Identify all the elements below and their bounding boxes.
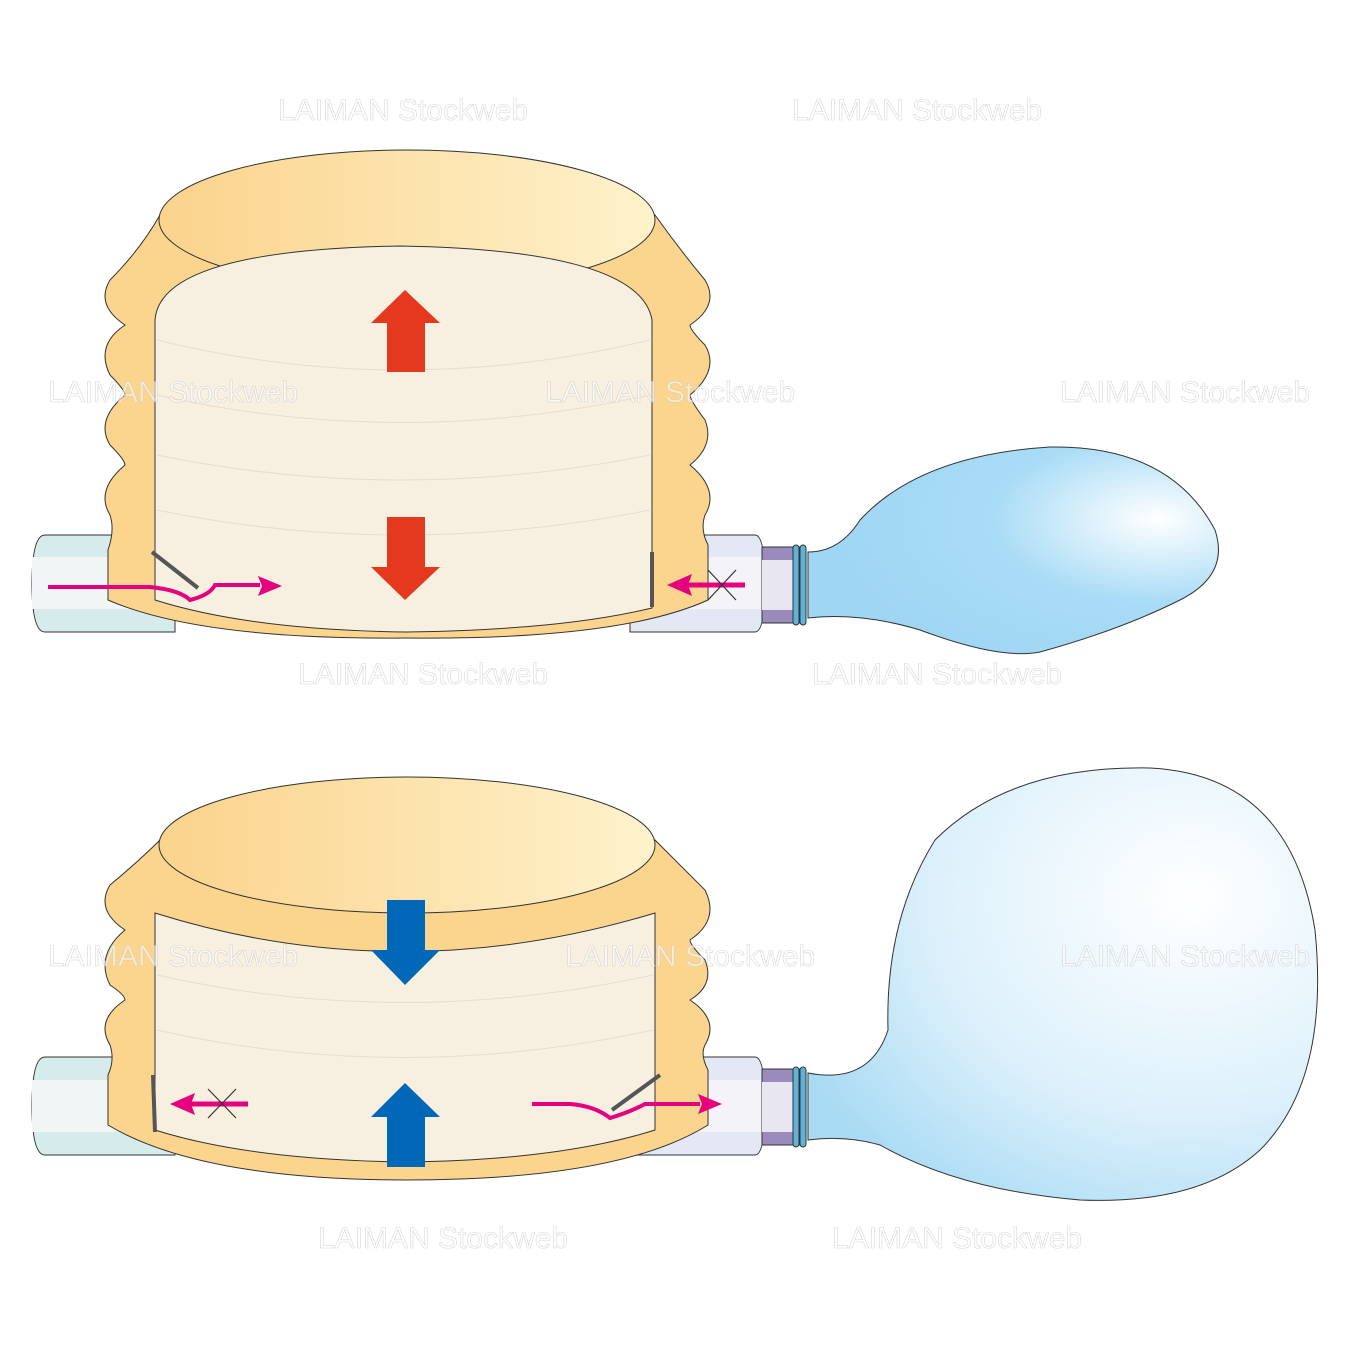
left-valve-flap-open <box>150 550 200 590</box>
watermark: LAIMAN Stockweb <box>792 94 1042 127</box>
watermark: LAIMAN Stockweb <box>832 1222 1082 1255</box>
expand-down-arrow <box>371 517 440 600</box>
compress-up-arrow <box>371 1083 440 1167</box>
right-valve-flap-open <box>610 1073 662 1112</box>
watermarks: LAIMAN Stockweb LAIMAN Stockweb LAIMAN S… <box>48 94 1311 1256</box>
balloon-deflated <box>807 446 1219 655</box>
balloon-inflated <box>807 767 1319 1201</box>
watermark: LAIMAN Stockweb <box>48 376 298 409</box>
watermark: LAIMAN Stockweb <box>565 940 815 973</box>
watermark: LAIMAN Stockweb <box>318 1222 568 1255</box>
panel-expanding <box>31 149 1219 655</box>
bellows-folds <box>156 974 654 1058</box>
blocked-x-icon <box>707 569 737 601</box>
watermark: LAIMAN Stockweb <box>48 940 298 973</box>
panel-compressing <box>31 767 1319 1201</box>
blocked-x-icon <box>207 1088 237 1119</box>
watermark: LAIMAN Stockweb <box>1060 376 1310 409</box>
blocked-flow-arrow <box>667 569 745 601</box>
watermark: LAIMAN Stockweb <box>1060 940 1310 973</box>
intake-flow-arrow <box>48 576 282 603</box>
bellows-top-plate <box>158 776 656 914</box>
left-valve-flap-closed <box>151 1074 157 1133</box>
bellows-inner-chamber <box>154 245 653 633</box>
watermark: LAIMAN Stockweb <box>545 376 795 409</box>
expand-up-arrow <box>371 290 440 372</box>
watermark: LAIMAN Stockweb <box>298 658 548 691</box>
watermark: LAIMAN Stockweb <box>812 658 1062 691</box>
compress-down-arrow <box>371 900 440 985</box>
watermark: LAIMAN Stockweb <box>278 94 528 127</box>
outlet-flow-arrow <box>532 1094 722 1121</box>
bellows-inner-chamber <box>154 912 656 1163</box>
blocked-flow-arrow <box>170 1088 248 1119</box>
